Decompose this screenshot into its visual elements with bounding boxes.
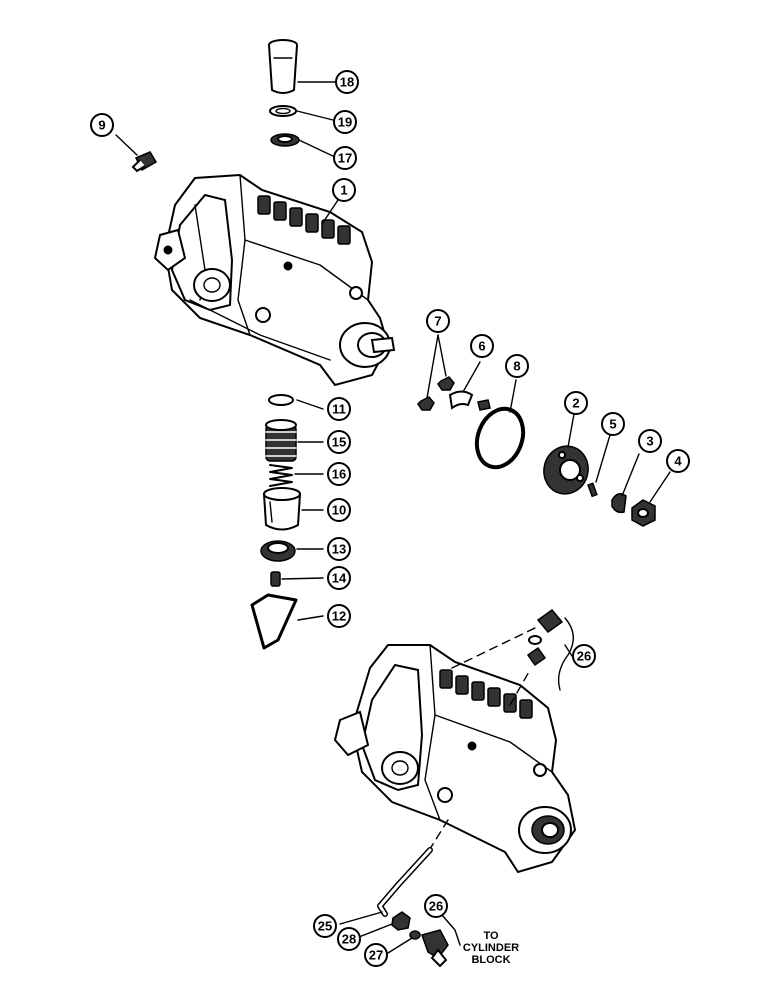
part-17-seal xyxy=(270,133,300,147)
svg-text:10: 10 xyxy=(332,503,346,518)
callout-8: 8 xyxy=(505,354,529,378)
part-19-washer xyxy=(269,105,297,117)
injection-pump-lower xyxy=(333,644,577,874)
svg-text:28: 28 xyxy=(342,932,356,947)
fuel-pipe-25 xyxy=(377,847,433,917)
svg-text:17: 17 xyxy=(338,151,352,166)
svg-text:26: 26 xyxy=(429,899,443,914)
svg-text:26: 26 xyxy=(577,649,591,664)
svg-text:12: 12 xyxy=(332,609,346,624)
callout-16: 16 xyxy=(327,462,351,486)
svg-text:4: 4 xyxy=(674,454,682,469)
callout-25: 25 xyxy=(313,914,337,938)
callout-2: 2 xyxy=(564,391,588,415)
delivery-valves-upper xyxy=(257,195,351,245)
part-28-nut xyxy=(391,911,411,931)
part-16-spring xyxy=(269,464,293,487)
part-4-nut xyxy=(631,499,656,527)
injection-pump-upper xyxy=(153,173,396,387)
callout-12: 12 xyxy=(327,604,351,628)
part-elbow-fitting xyxy=(421,929,449,968)
part-2-hub xyxy=(543,445,589,495)
to-cylinder-block-note: TO CYLINDER BLOCK xyxy=(463,930,519,966)
part-27-washer xyxy=(409,930,421,940)
part-12-clip xyxy=(250,593,298,650)
svg-text:5: 5 xyxy=(609,417,616,432)
part-8-o-ring xyxy=(474,406,526,470)
callout-28: 28 xyxy=(337,927,361,951)
svg-text:7: 7 xyxy=(434,314,441,329)
callout-27: 27 xyxy=(364,943,388,967)
part-18-filter-cap xyxy=(268,39,298,94)
svg-text:13: 13 xyxy=(332,542,346,557)
callout-6: 6 xyxy=(470,334,494,358)
part-5-key xyxy=(587,482,598,498)
svg-text:18: 18 xyxy=(340,75,354,90)
callout-4: 4 xyxy=(666,449,690,473)
callout-9: 9 xyxy=(90,113,114,137)
svg-text:6: 6 xyxy=(478,339,485,354)
svg-text:19: 19 xyxy=(338,115,352,130)
svg-text:27: 27 xyxy=(369,948,383,963)
part-10-bowl xyxy=(262,487,302,531)
svg-text:3: 3 xyxy=(646,434,653,449)
svg-text:16: 16 xyxy=(332,467,346,482)
part-3-washer xyxy=(611,493,627,514)
callout-11: 11 xyxy=(327,397,351,421)
svg-text:8: 8 xyxy=(513,359,520,374)
callout-leaders xyxy=(115,81,671,954)
part-9-bolt xyxy=(131,151,158,173)
callout-26-lower: 26 xyxy=(424,894,448,918)
callout-1: 1 xyxy=(332,178,356,202)
dashed-leaders xyxy=(427,627,536,853)
callout-13: 13 xyxy=(327,537,351,561)
svg-text:1: 1 xyxy=(340,183,347,198)
svg-text:25: 25 xyxy=(318,919,332,934)
callout-18: 18 xyxy=(335,70,359,94)
callout-15: 15 xyxy=(327,430,351,454)
callout-7: 7 xyxy=(426,309,450,333)
part-15-filter-element xyxy=(265,419,297,462)
part-14-drain-plug xyxy=(270,571,281,587)
callout-26-upper: 26 xyxy=(572,644,596,668)
part-6-clamp xyxy=(448,390,491,411)
callout-3: 3 xyxy=(638,429,662,453)
callout-19: 19 xyxy=(333,110,357,134)
part-11-washer xyxy=(268,394,294,406)
svg-text:14: 14 xyxy=(332,571,347,586)
svg-text:BLOCK: BLOCK xyxy=(471,954,510,966)
part-13-ring-nut xyxy=(260,540,296,562)
part-26-fittings-upper xyxy=(526,608,574,691)
svg-text:CYLINDER: CYLINDER xyxy=(463,942,519,954)
callout-17: 17 xyxy=(333,146,357,170)
callout-10: 10 xyxy=(327,498,351,522)
part-7-nuts xyxy=(417,376,455,411)
svg-text:9: 9 xyxy=(98,118,105,133)
svg-text:2: 2 xyxy=(572,396,579,411)
svg-text:TO: TO xyxy=(483,930,499,942)
svg-text:11: 11 xyxy=(332,402,346,417)
svg-text:15: 15 xyxy=(332,435,346,450)
callout-5: 5 xyxy=(601,412,625,436)
callout-14: 14 xyxy=(327,566,351,590)
